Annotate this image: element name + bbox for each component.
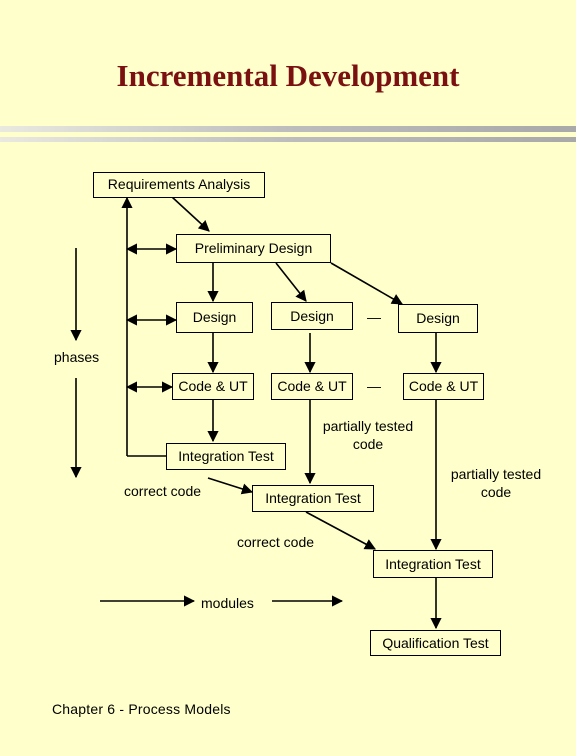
arrow-int2-to-int3 — [305, 511, 376, 550]
arrow-int1-to-int2 — [207, 477, 254, 495]
correct-code-label-2: correct code — [237, 534, 315, 550]
title-divider-top — [0, 126, 576, 132]
qualification-test-box: Qualification Test — [370, 630, 501, 656]
code-ut-box-2: Code & UT — [271, 373, 353, 400]
dash-separator-1: — — [367, 309, 381, 325]
arrow-prelim-to-design3 — [330, 262, 403, 305]
partially-tested-label-1: partially tested code — [313, 417, 423, 453]
modules-label: modules — [201, 595, 254, 611]
title-divider-bottom — [0, 137, 576, 142]
preliminary-design-box: Preliminary Design — [176, 234, 331, 263]
page-title: Incremental Development — [116, 58, 460, 93]
partially-tested-label-1-line1: partially tested — [322, 418, 414, 434]
integration-test-box-1: Integration Test — [166, 443, 286, 470]
correct-code-label-1: correct code — [124, 483, 202, 499]
integration-test-box-3: Integration Test — [373, 550, 493, 578]
design-box-2: Design — [271, 302, 353, 330]
footer-chapter: Chapter 6 - Process Models — [52, 701, 231, 717]
partially-tested-label-2: partially tested code — [441, 465, 551, 501]
design-box-3: Design — [398, 304, 478, 333]
integration-test-box-2: Integration Test — [252, 485, 374, 512]
code-ut-box-1: Code & UT — [172, 373, 254, 400]
arrow-prelim-to-design2 — [275, 262, 307, 302]
arrow-req-to-prelim — [171, 196, 210, 232]
partially-tested-label-2-line2: code — [480, 484, 512, 500]
phases-label: phases — [54, 349, 100, 365]
partially-tested-label-2-line1: partially tested — [450, 466, 542, 482]
partially-tested-label-1-line2: code — [352, 436, 384, 452]
dash-separator-2: — — [367, 378, 381, 394]
code-ut-box-3: Code & UT — [403, 373, 484, 400]
design-box-1: Design — [176, 302, 253, 333]
requirements-analysis-box: Requirements Analysis — [93, 172, 265, 198]
